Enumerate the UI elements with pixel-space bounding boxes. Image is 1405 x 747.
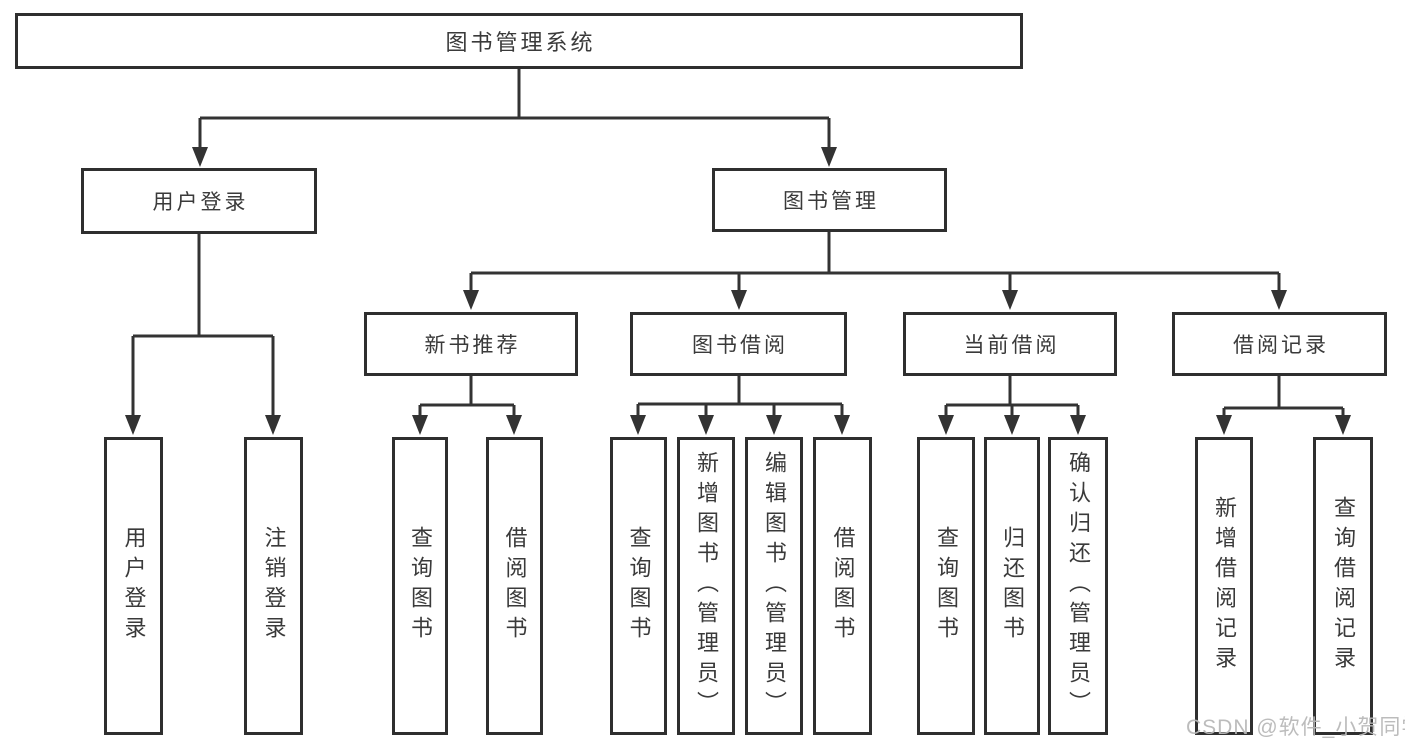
node-leaf-query-books-3: 查询图书 <box>917 437 975 735</box>
arrow-down-icon <box>412 415 428 435</box>
arrow-down-icon <box>1002 290 1018 310</box>
arrow-down-icon <box>265 415 281 435</box>
node-leaf-add-borrow-record: 新增借阅记录 <box>1195 437 1253 735</box>
leaf-label: 查询图书 <box>408 526 433 646</box>
node-leaf-add-book-admin: 新增图书（管理员） <box>677 437 735 735</box>
arrow-down-icon <box>1070 415 1086 435</box>
leaf-label: 归还图书 <box>1000 526 1025 646</box>
connector-bookmgmt-split <box>471 232 1279 275</box>
arrow-down-icon <box>766 415 782 435</box>
node-borrow-record: 借阅记录 <box>1172 312 1387 376</box>
node-leaf-borrow-books-2: 借阅图书 <box>813 437 872 735</box>
connector-current-split <box>946 376 1078 407</box>
arrow-down-icon <box>1335 415 1351 435</box>
node-leaf-query-books-2: 查询图书 <box>610 437 667 735</box>
leaf-label: 注销登录 <box>261 526 287 646</box>
arrow-down-icon <box>698 415 714 435</box>
arrow-down-icon <box>506 415 522 435</box>
node-root-library-management-system: 图书管理系统 <box>15 13 1023 69</box>
csdn-watermark: CSDN @软件_小贺同学 <box>1186 716 1405 739</box>
node-user-login: 用户登录 <box>81 168 317 234</box>
leaf-label: 查询借阅记录 <box>1331 496 1356 676</box>
leaf-label: 确认归还（管理员） <box>1066 451 1091 721</box>
node-leaf-return-book: 归还图书 <box>984 437 1040 735</box>
node-leaf-borrow-books: 借阅图书 <box>486 437 543 735</box>
connector-root-split <box>200 69 829 120</box>
arrow-down-icon <box>192 147 208 167</box>
node-leaf-user-login: 用户登录 <box>104 437 163 735</box>
leaf-label: 新增图书（管理员） <box>694 451 719 721</box>
node-book-management: 图书管理 <box>712 168 947 232</box>
leaf-label: 查询图书 <box>626 526 652 646</box>
arrow-down-icon <box>821 147 837 167</box>
leaf-label: 用户登录 <box>121 526 147 646</box>
connector-record-split <box>1224 376 1343 410</box>
connector-userlogin-split <box>133 234 273 338</box>
leaf-label: 查询图书 <box>934 526 959 646</box>
connector-newbook-split <box>420 376 514 407</box>
arrow-down-icon <box>938 415 954 435</box>
arrow-down-icon <box>1271 290 1287 310</box>
leaf-label: 借阅图书 <box>502 526 528 646</box>
arrow-down-icon <box>125 415 141 435</box>
arrow-down-icon <box>1216 415 1232 435</box>
node-current-borrow: 当前借阅 <box>903 312 1117 376</box>
arrow-down-icon <box>731 290 747 310</box>
leaf-label: 编辑图书（管理员） <box>762 451 787 721</box>
node-leaf-query-borrow-record: 查询借阅记录 <box>1313 437 1373 735</box>
arrow-down-icon <box>630 415 646 435</box>
node-leaf-query-books: 查询图书 <box>392 437 448 735</box>
arrow-down-icon <box>834 415 850 435</box>
connector-borrow-split <box>638 376 842 406</box>
leaf-label: 新增借阅记录 <box>1212 496 1237 676</box>
node-leaf-confirm-return-admin: 确认归还（管理员） <box>1048 437 1108 735</box>
arrow-down-icon <box>1004 415 1020 435</box>
node-new-book-recommend: 新书推荐 <box>364 312 578 376</box>
arrow-down-icon <box>463 290 479 310</box>
node-leaf-logout: 注销登录 <box>244 437 303 735</box>
node-leaf-edit-book-admin: 编辑图书（管理员） <box>745 437 803 735</box>
leaf-label: 借阅图书 <box>830 526 856 646</box>
node-book-borrow: 图书借阅 <box>630 312 847 376</box>
